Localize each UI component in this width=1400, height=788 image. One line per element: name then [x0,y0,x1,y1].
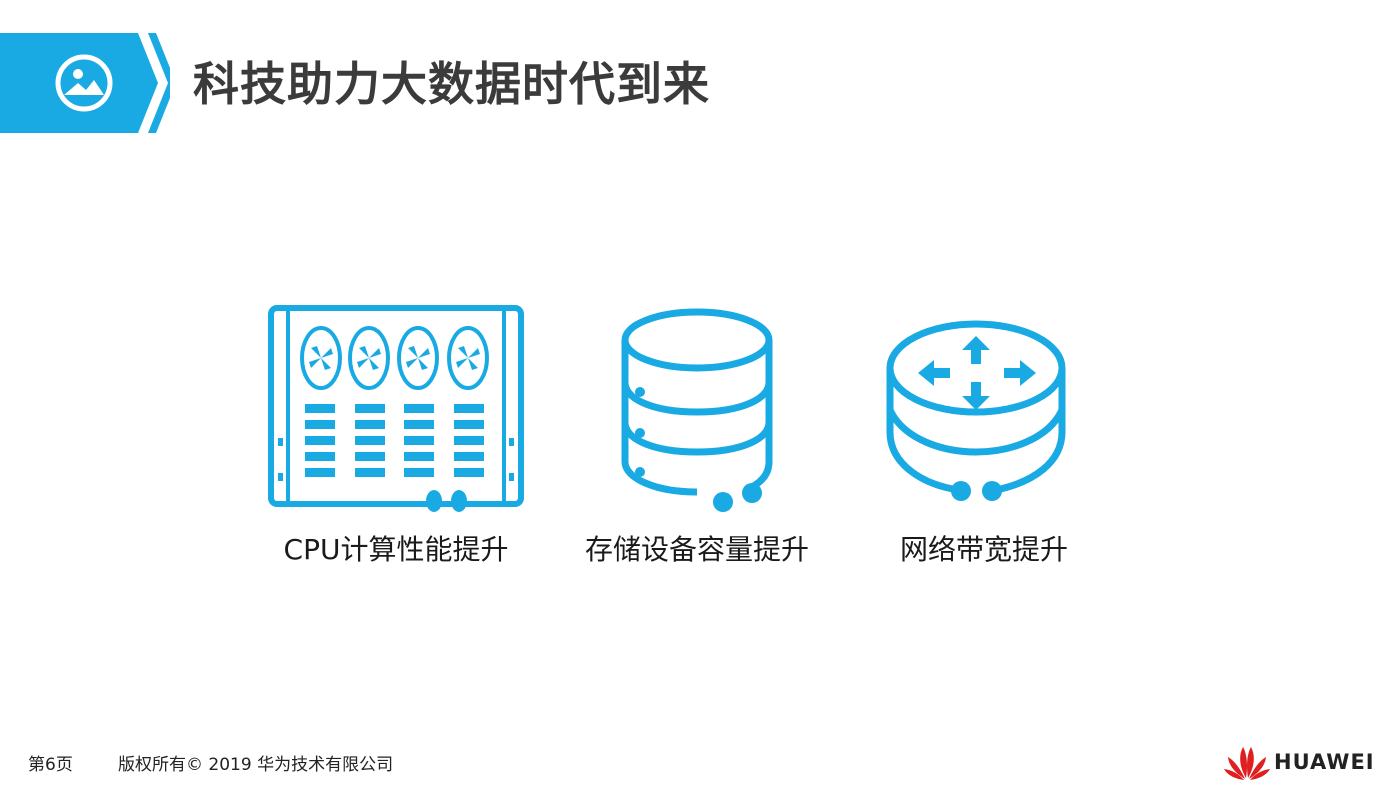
feature-label: 存储设备容量提升 [584,533,810,566]
feature-network: 网络带宽提升 [884,300,1084,590]
database-icon [621,308,773,512]
title-banner [0,33,170,133]
huawei-petal-icon [1224,747,1270,780]
server-fan-icon [268,305,524,512]
slide-title: 科技助力大数据时代到来 [193,57,710,111]
feature-label: CPU计算性能提升 [283,533,509,566]
router-icon [886,320,1066,501]
huawei-logo: HUAWEI [1224,744,1374,782]
feature-label: 网络带宽提升 [899,533,1069,566]
image-icon [55,54,113,112]
page-number: 第6页 [28,755,73,775]
huawei-wordmark: HUAWEI [1274,750,1375,774]
feature-cpu: CPU计算性能提升 [268,300,524,590]
copyright-text: 版权所有© 2019 华为技术有限公司 [118,755,394,775]
feature-storage: 存储设备容量提升 [580,300,814,590]
